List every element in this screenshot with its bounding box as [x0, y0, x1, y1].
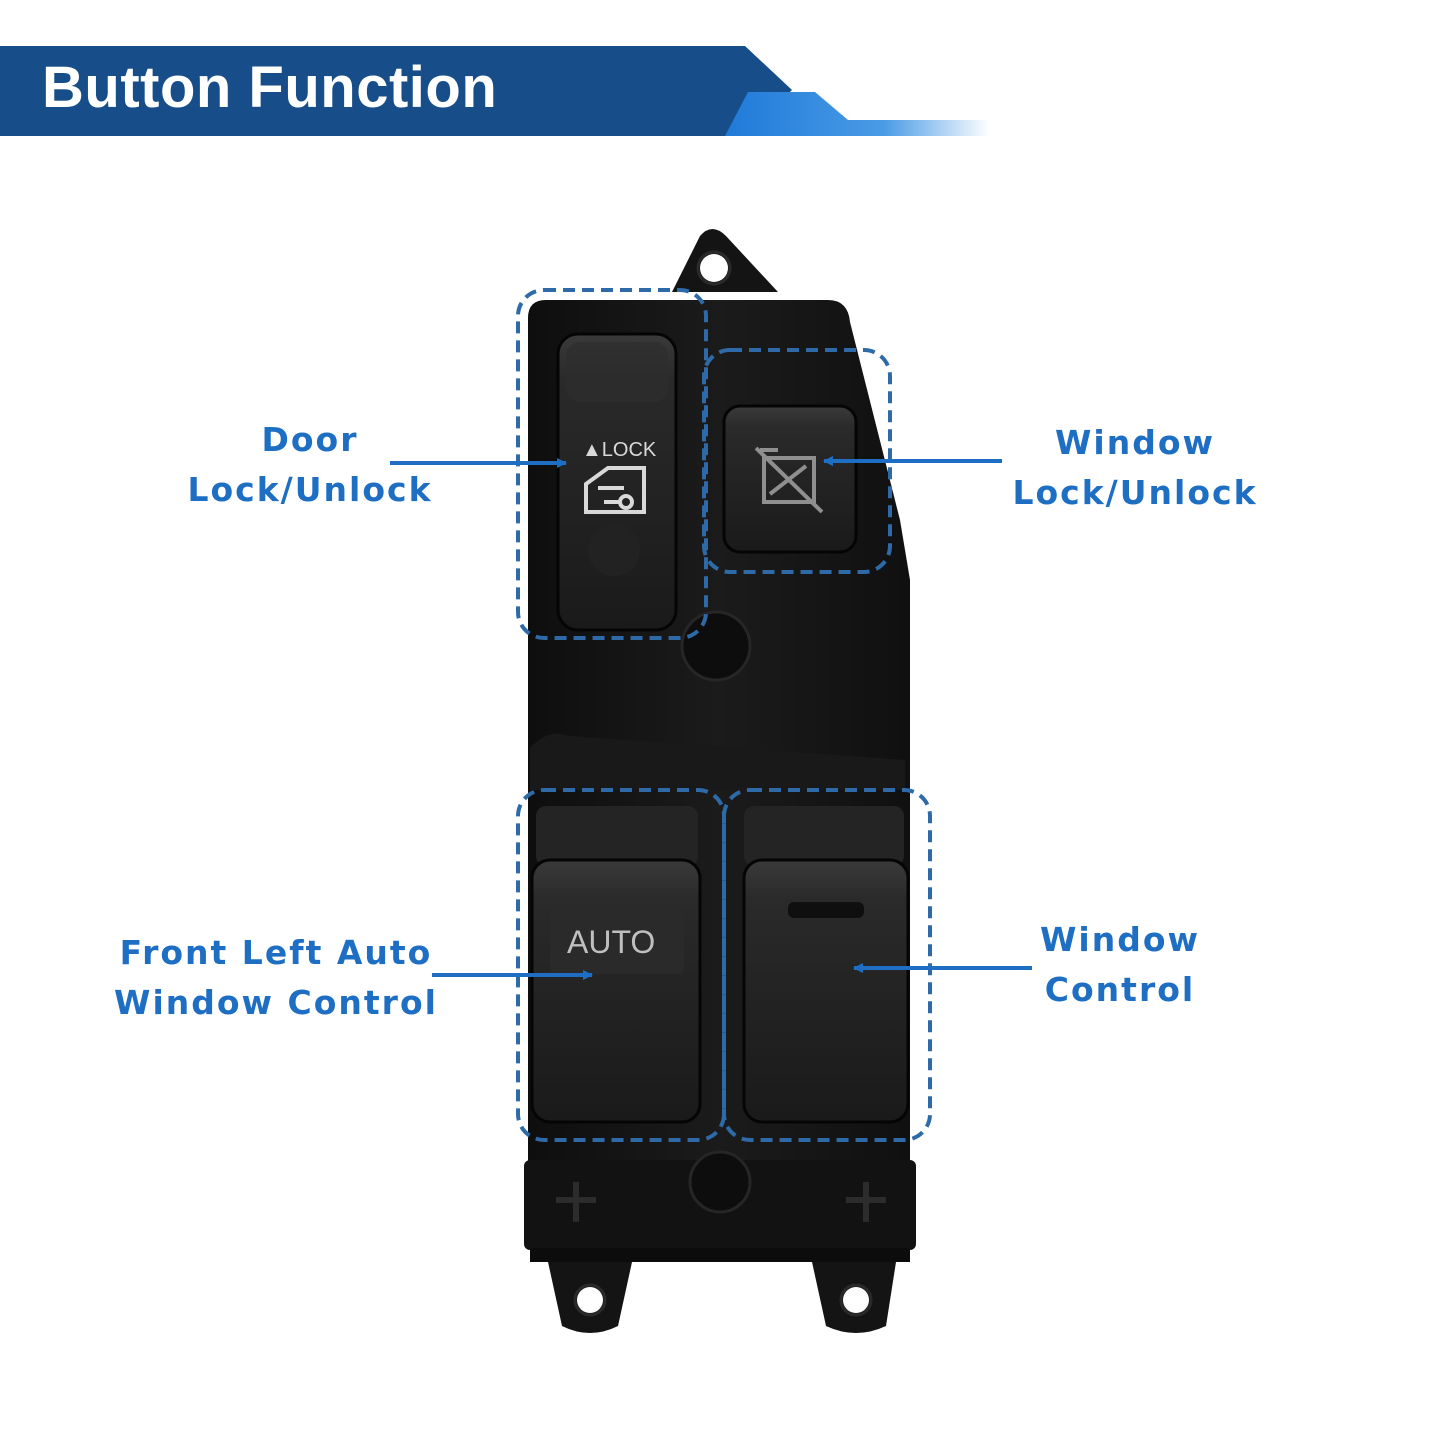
window-control-highlight: [722, 788, 932, 1142]
door-key-icon: [584, 466, 646, 514]
callout-door-lock-line2: Lock/Unlock: [187, 470, 433, 509]
callout-window-lock: Window Lock/Unlock: [990, 418, 1280, 518]
callout-window-lock-line2: Lock/Unlock: [1012, 473, 1258, 512]
callout-door-lock: Door Lock/Unlock: [170, 415, 450, 515]
callout-door-lock-line1: Door: [261, 420, 359, 459]
callout-front-left-auto-line2: Window Control: [114, 983, 438, 1022]
window-control-switch[interactable]: [742, 858, 910, 1124]
door-lock-switch[interactable]: [556, 332, 678, 632]
callout-window-control-line2: Control: [1044, 970, 1196, 1009]
page-title: Button Function: [42, 55, 498, 120]
front-left-auto-switch[interactable]: [530, 858, 702, 1124]
auto-label: AUTO: [567, 924, 655, 960]
callout-front-left-auto: Front Left Auto Window Control: [96, 928, 456, 1028]
window-lock-icon: [754, 446, 824, 514]
callout-window-control-line1: Window: [1040, 920, 1200, 959]
callout-front-left-auto-line1: Front Left Auto: [119, 933, 433, 972]
window-switch-panel: [524, 229, 916, 1333]
header-banner: [0, 46, 990, 136]
window-lock-highlight: [702, 348, 892, 574]
callout-window-control: Window Control: [1010, 915, 1230, 1015]
lock-label: ▲LOCK: [582, 439, 657, 461]
callout-window-lock-line1: Window: [1055, 423, 1215, 462]
